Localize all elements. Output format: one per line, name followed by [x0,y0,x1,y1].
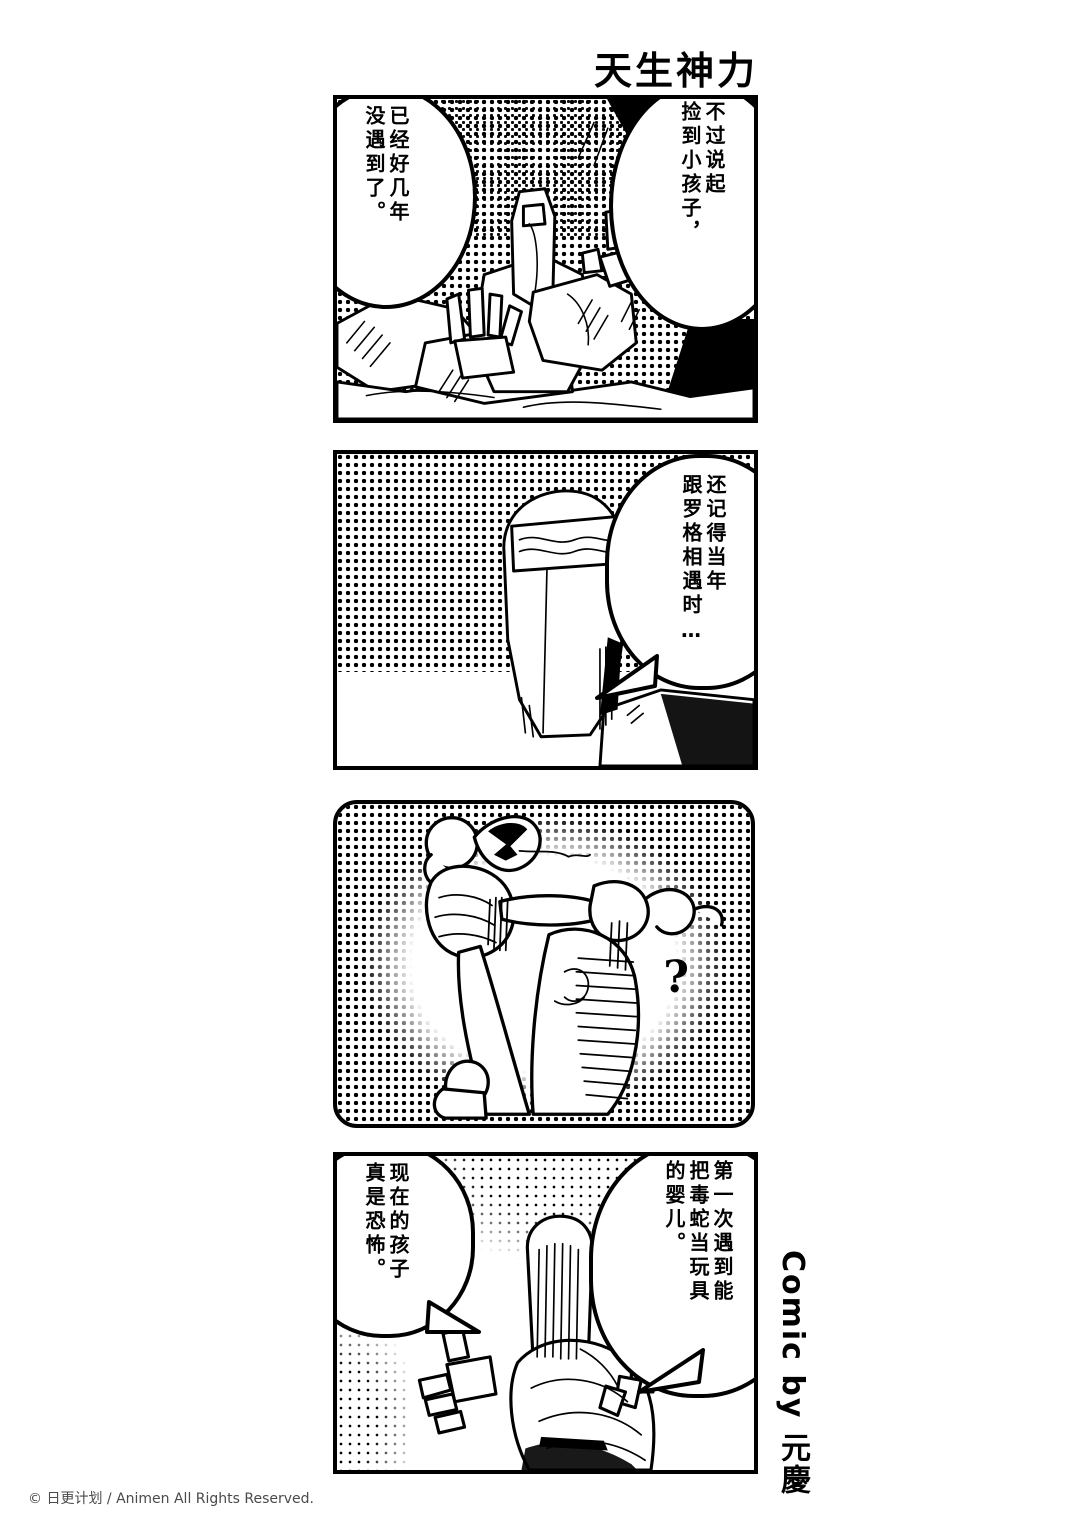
bubble-line: 跟罗格相遇时… [679,474,703,646]
panel1-lineart [337,121,754,419]
comic-panel-4: 第一次遇到能 把毒蛇当玩具 的婴儿。 现在的孩子 真是恐怖。 [333,1152,758,1474]
speech-bubble-p4-left-tail [425,1300,481,1334]
speech-bubble-p4-right: 第一次遇到能 把毒蛇当玩具 的婴儿。 [589,1156,754,1398]
bubble-line: 第一次遇到能 [710,1160,734,1304]
bubble-line: 没遇到了。 [362,105,386,225]
copyright-notice: © 日更计划 / Animen All Rights Reserved. [28,1491,315,1507]
speech-bubble-p4-right-tail [637,1348,705,1394]
bubble-line: 现在的孩子 [386,1162,410,1282]
bubble-line: 不过说起 [702,101,726,197]
comic-panel-2: 还记得当年 跟罗格相遇时… [333,450,758,770]
panel4-lineart [417,1214,657,1470]
panel4-halftone-bottomleft [337,1332,407,1470]
comic-panel-3: ? [333,800,755,1128]
speech-bubble-p1-left: 已经好几年 没遇到了。 [337,99,477,309]
bubble-line: 把毒蛇当玩具 [686,1160,710,1304]
speech-bubble-p2: 还记得当年 跟罗格相遇时… [605,454,754,690]
comic-author-credit: Comic by 元慶 [775,1250,810,1496]
bubble-line: 已经好几年 [386,105,410,225]
panel3-lineart [423,814,724,1120]
panel2-lineart [502,489,754,766]
bubble-line: 的婴儿。 [662,1160,686,1256]
bubble-line: 捡到小孩子， [678,101,702,245]
bubble-line: 还记得当年 [703,474,727,594]
page-title: 天生神力 [593,49,758,93]
bubble-line: 真是恐怖。 [362,1162,386,1282]
speech-bubble-p1-right: 不过说起 捡到小孩子， [609,99,754,331]
speech-bubble-p4-left: 现在的孩子 真是恐怖。 [337,1156,475,1338]
speech-bubble-p2-tail [595,654,659,700]
comic-panel-1: 不过说起 捡到小孩子， 已经好几年 没遇到了。 [333,95,758,423]
question-mark-annotation: ? [663,952,689,1003]
